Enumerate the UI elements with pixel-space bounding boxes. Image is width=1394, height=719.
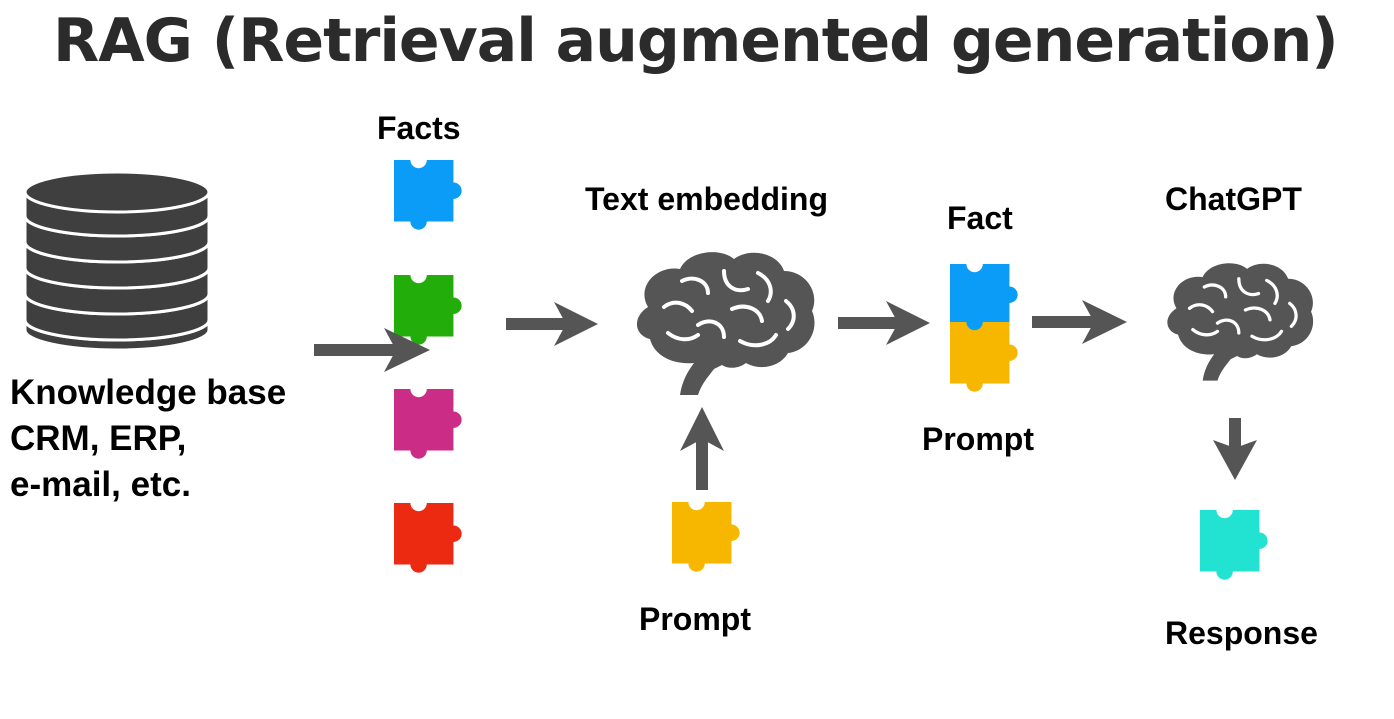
knowledge-base-line-2: CRM, ERP, [10, 419, 187, 458]
prompt-input-label: Prompt [639, 601, 751, 637]
chatgpt-label: ChatGPT [1165, 181, 1302, 217]
arrow-chatgpt-to-response [1213, 418, 1257, 480]
arrow-kb-to-facts [314, 328, 430, 372]
arrow-facts-to-embedding [506, 302, 598, 346]
facts-label: Facts [377, 110, 461, 146]
arrow-combined-to-chatgpt [1032, 300, 1127, 344]
fact-piece-green [394, 275, 462, 345]
knowledge-base-line-3: e-mail, etc. [10, 465, 191, 504]
knowledge-base-label: Knowledge base CRM, ERP, e-mail, etc. [10, 370, 286, 508]
page-title: RAG (Retrieval augmented generation) [53, 6, 1339, 76]
chatgpt-brain-icon [1167, 263, 1314, 381]
fact-piece-red [394, 503, 462, 573]
fact-piece-blue [394, 160, 462, 230]
embedding-brain-icon [636, 252, 815, 395]
database-icon [23, 170, 211, 352]
fact-label: Fact [947, 200, 1013, 236]
combined-prompt-label: Prompt [922, 421, 1034, 457]
prompt-piece [672, 502, 740, 572]
knowledge-base-line-1: Knowledge base [10, 373, 287, 412]
response-label: Response [1165, 615, 1318, 651]
combined-prompt-piece [950, 322, 1018, 392]
combined-fact-piece [950, 264, 1018, 334]
response-piece [1200, 510, 1268, 580]
text-embedding-label: Text embedding [585, 181, 828, 217]
fact-piece-magenta [394, 389, 462, 459]
arrow-prompt-to-embedding [680, 407, 724, 490]
arrow-embedding-to-combined [838, 301, 930, 345]
